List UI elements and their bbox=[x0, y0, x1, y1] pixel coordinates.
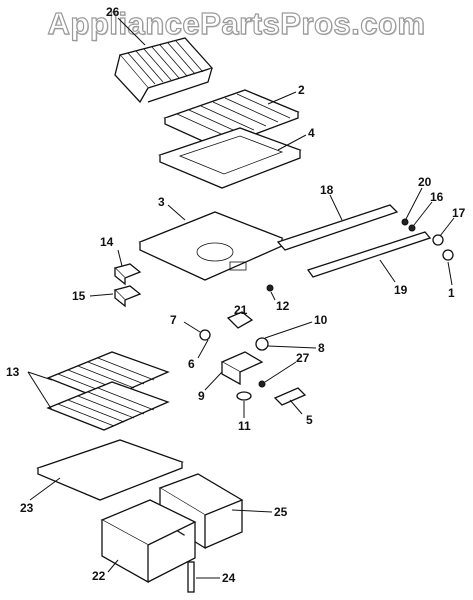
callout-2: 2 bbox=[298, 83, 305, 97]
callout-20: 20 bbox=[418, 175, 432, 189]
part-18-rail[interactable] bbox=[276, 204, 399, 251]
part-4-shelf-frame[interactable] bbox=[158, 127, 302, 189]
callout-25: 25 bbox=[274, 505, 288, 519]
part-17-screw[interactable] bbox=[432, 234, 444, 246]
part-15-bracket[interactable] bbox=[113, 285, 142, 308]
callout-1: 1 bbox=[448, 286, 455, 300]
callout-18: 18 bbox=[320, 183, 334, 197]
part-19-rail[interactable] bbox=[306, 231, 432, 278]
part-21-knob[interactable] bbox=[226, 311, 254, 329]
callout-4: 4 bbox=[308, 126, 315, 140]
callout-11: 11 bbox=[238, 419, 251, 433]
part-7-bulb[interactable] bbox=[199, 329, 211, 341]
callout-7: 7 bbox=[170, 313, 177, 327]
part-12-plug[interactable] bbox=[266, 284, 274, 292]
site-watermark: AppliancePartsPros.com bbox=[47, 5, 426, 41]
callout-26: 26 bbox=[106, 5, 120, 19]
callout-8: 8 bbox=[318, 341, 325, 355]
callout-13: 13 bbox=[6, 365, 20, 379]
callout-22: 22 bbox=[92, 569, 106, 583]
callout-10: 10 bbox=[314, 313, 328, 327]
callout-24: 24 bbox=[222, 571, 236, 585]
callout-19: 19 bbox=[394, 283, 408, 297]
part-22-drawer[interactable] bbox=[100, 499, 197, 584]
part-13-shelf-lower[interactable] bbox=[46, 381, 170, 431]
callout-3: 3 bbox=[158, 195, 165, 209]
callout-16: 16 bbox=[430, 190, 444, 204]
callout-5: 5 bbox=[306, 413, 313, 427]
callout-15: 15 bbox=[72, 289, 86, 303]
callout-17: 17 bbox=[452, 206, 466, 220]
callout-27: 27 bbox=[296, 351, 310, 365]
callout-6: 6 bbox=[188, 357, 195, 371]
part-8-thermostat[interactable] bbox=[255, 337, 269, 351]
callout-14: 14 bbox=[100, 235, 114, 249]
part-1-cap[interactable] bbox=[442, 249, 454, 261]
part-9-housing[interactable] bbox=[220, 351, 264, 386]
part-11-disc[interactable] bbox=[236, 391, 252, 401]
callout-12: 12 bbox=[276, 299, 290, 313]
part-16-fastener[interactable] bbox=[408, 224, 416, 232]
part-26-basket[interactable] bbox=[114, 37, 214, 104]
part-23-tray[interactable] bbox=[36, 439, 184, 501]
part-20-fastener[interactable] bbox=[401, 218, 409, 226]
part-5-cover[interactable] bbox=[273, 387, 307, 406]
callout-21: 21 bbox=[234, 303, 248, 317]
part-27-fastener[interactable] bbox=[258, 380, 266, 388]
part-3-crisper-cover[interactable] bbox=[138, 211, 284, 281]
leader-lines bbox=[27, 17, 455, 579]
part-24-spring[interactable] bbox=[187, 561, 195, 593]
callout-9: 9 bbox=[198, 389, 205, 403]
part-14-bracket[interactable] bbox=[113, 263, 142, 286]
callout-23: 23 bbox=[20, 501, 34, 515]
